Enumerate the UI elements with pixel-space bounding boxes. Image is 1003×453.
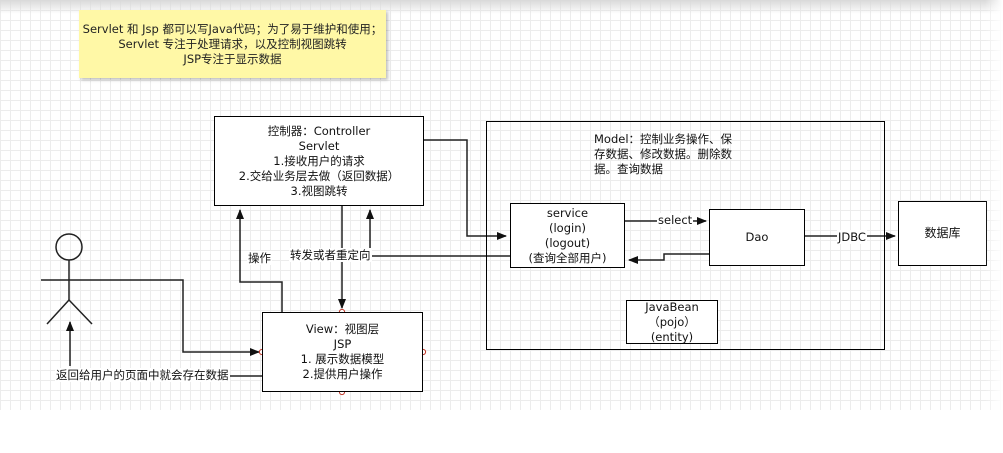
model-line-2: 存数据、修改数据。删除数 [594,147,732,161]
actor-right-leg [68,299,93,325]
javabean-title: JavaBean [645,299,699,314]
dao-label: Dao [745,230,769,244]
note-line-3: JSP专注于显示数据 [183,51,282,66]
select-label: select [657,213,694,227]
model-line-1: Model：控制业务操作、保 [594,132,733,146]
view-step-1: 1. 展示数据模型 [300,352,385,366]
javabean-entity: (entity) [650,329,694,344]
sticky-note[interactable]: Servlet 和 Jsp 都可以写Java代码；为了易于维护和使用； Serv… [79,10,386,78]
controller-servlet: Servlet [298,138,340,153]
dao-box[interactable]: Dao [709,209,805,266]
user-to-view-arrow[interactable] [100,279,260,356]
controller-step-3: 3.视图跳转 [290,183,348,198]
service-query-all: (查询全部用户) [528,250,607,265]
service-title: service [546,205,589,220]
model-line-3: 据。查询数据 [594,162,663,176]
model-box[interactable]: Model：控制业务操作、保 存数据、修改数据。删除数 据。查询数据 [486,121,885,350]
user-actor [41,233,100,325]
model-description: Model：控制业务操作、保 存数据、修改数据。删除数 据。查询数据 [594,132,754,177]
note-line-1: Servlet 和 Jsp 都可以写Java代码；为了易于维护和使用； [82,21,383,36]
right-edge-fade [985,0,1003,453]
dao-to-service-arrow[interactable] [628,253,709,264]
service-box[interactable]: service (login) (logout) (查询全部用户) [510,203,625,268]
database-label: 数据库 [924,226,961,240]
blank-bottom-area [0,410,1003,453]
service-logout: (logout) [544,235,591,250]
note-line-2: Servlet 专注于处理请求，以及控制视图跳转 [118,36,347,51]
jdbc-label: JDBC [837,230,867,244]
javabean-box[interactable]: JavaBean （pojo） (entity) [626,300,718,344]
operate-arrow[interactable] [236,209,283,312]
view-title: View：视图层 [305,322,380,336]
controller-step-2: 2.交给业务层去做（返回数据） [238,168,400,183]
operate-label: 操作 [247,251,272,265]
view-jsp: JSP [333,337,352,351]
view-step-2: 2.提供用户操作 [302,367,383,381]
controller-title: 控制器：Controller [267,123,371,138]
controller-box[interactable]: 控制器：Controller Servlet 1.接收用户的请求 2.交给业务层… [214,116,424,206]
forward-label: 转发或者重定向 [289,248,372,262]
service-login: (login) [549,220,586,235]
view-box[interactable]: View：视图层 JSP 1. 展示数据模型 2.提供用户操作 [262,312,423,392]
controller-step-1: 1.接收用户的请求 [273,153,365,168]
javabean-pojo: （pojo） [648,314,696,329]
database-box[interactable]: 数据库 [898,201,987,266]
return-to-user-label: 返回给用户的页面中就会存在数据 [55,368,230,382]
actor-head [55,233,83,261]
actor-left-leg [46,299,70,325]
